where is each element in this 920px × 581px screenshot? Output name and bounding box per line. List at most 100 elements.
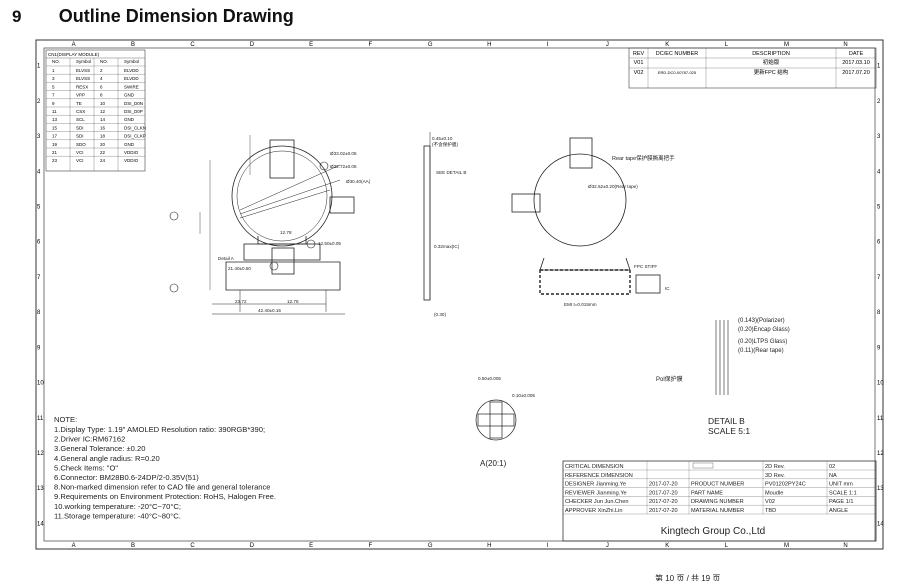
grid-row-label: 9 (877, 345, 881, 351)
note-item: 9.Requirements on Environment Protection… (54, 492, 276, 501)
pin-table-cell: DSI_D0P (124, 109, 143, 114)
note-item: 1.Display Type: 1.19" AMOLED Resolution … (54, 425, 265, 434)
detail-a-label: Detail A (218, 256, 235, 261)
note-item: 3.General Tolerance: ±0.20 (54, 444, 145, 453)
connector-block (271, 247, 295, 275)
grid-col-label: H (487, 42, 491, 48)
rev-table-cell: V01 (634, 60, 644, 66)
grid-row-label: 7 (877, 275, 881, 281)
detail-b-scale: SCALE 5:1 (708, 426, 750, 436)
grid-row-label: 2 (877, 99, 881, 105)
pin-table-cell: ELVSS (76, 76, 90, 81)
rev-table-header: DATE (849, 51, 864, 57)
grid-row-label: 1 (37, 64, 41, 70)
title-block-cell: PART NAME (691, 490, 723, 496)
pin-table-cell: CSX (76, 109, 85, 114)
pin-table-cell: 1 (52, 68, 55, 73)
grid-row-label: 6 (877, 240, 881, 246)
grid-col-label: N (843, 543, 847, 549)
pin-table-cell: 11 (52, 109, 57, 114)
grid-col-label: B (131, 42, 135, 48)
title-block-cell: APPROVER XinZhi.Lin (565, 508, 623, 514)
pin-table-header: Symbol (124, 59, 139, 64)
layer-encap: (0.20)Encap Glass) (738, 327, 790, 333)
pin-table-header: NO. (100, 59, 108, 64)
grid-col-label: A (72, 543, 76, 549)
title-block-cell: NA (829, 473, 837, 479)
front-view-labels: Ø33.02±0.05 Ø32.72±0.05 Ø30.40(AA) 12.50… (218, 151, 371, 313)
grid-row-label: 8 (877, 310, 881, 316)
grid-col-label: A (72, 42, 76, 48)
pin-table-header: Symbol (76, 59, 91, 64)
pin-table-cell: DSI_CLKP (124, 134, 146, 139)
grid-row-label: 11 (877, 416, 884, 422)
note-item: 2.Driver IC:RM67162 (54, 435, 125, 444)
active-area (236, 150, 328, 242)
title-block-cell: CHECKER Jun Jun.Chen (565, 499, 628, 505)
fpc-tail-top (269, 139, 295, 179)
grid-row-label: 8 (37, 310, 41, 316)
pin-table-cell: 21 (52, 150, 58, 155)
pin-table-cell: 22 (100, 150, 106, 155)
display-outline (231, 145, 333, 247)
layer-reartape: (0.11)(Rear tape) (738, 348, 784, 354)
pin-table-cell: VDDIO (124, 158, 139, 163)
grid-col-label: K (665, 42, 669, 48)
title-block-cell: 2017-07-20 (649, 490, 678, 496)
title-block-cell: V02 (765, 499, 775, 505)
thk-030: (0.30) (434, 312, 446, 317)
dim-1250: 12.50±0.05 (318, 241, 341, 246)
dim-d3040: Ø30.40(AA) (346, 179, 371, 184)
grid-col-label: G (428, 42, 433, 48)
title-block-cell: PRODUCT NUMBER (691, 482, 744, 488)
title-block-cell: 2017-07-20 (649, 508, 678, 514)
note-item: 10.working temperature: -20°C~70°C; (54, 502, 181, 511)
grid-col-label: C (190, 543, 195, 549)
grid-col-label: J (606, 543, 609, 549)
grid-col-label: E (309, 543, 313, 549)
dim-010: 0.10±0.005 (512, 393, 535, 398)
pin-table-cell: ELVDD (124, 76, 139, 81)
title-block-cell: 02 (829, 464, 835, 470)
a-view-labels: 0.50±0.005 0.10±0.005 A(20:1) (478, 376, 535, 468)
pin-table-cell: 23 (52, 158, 58, 163)
grid-col-label: N (843, 42, 847, 48)
rev-table-cell: V02 (634, 70, 644, 76)
grid-col-label: G (428, 543, 433, 549)
note-item: 6.Connector: BM28B0.6-24DP/2-0.35V(51) (54, 473, 199, 482)
grid-col-label: J (606, 42, 609, 48)
pin-table-cell: DSI_CLKN (124, 125, 146, 130)
rear-view (511, 137, 661, 295)
title-block-cell: UNIT mm (829, 482, 853, 488)
grid-col-label: M (784, 42, 789, 48)
grid-col-label: E (309, 42, 313, 48)
grid-row-label: 14 (877, 521, 884, 527)
critical-symbol (692, 462, 714, 469)
title-block-cell: CRITICAL DIMENSION (565, 464, 624, 470)
pin-table-cell: 15 (52, 125, 58, 130)
dim-d3302: Ø33.02±0.05 (330, 151, 357, 156)
pin-table-cell: 12 (100, 109, 106, 114)
front-view (169, 135, 355, 315)
pin-table-cell: ELVDD (124, 68, 139, 73)
dim-d3272: Ø32.72±0.05 (330, 164, 357, 169)
title-block-cell: REFERENCE DIMENSION (565, 473, 633, 479)
grid-col-label: K (665, 543, 669, 549)
grid-row-label: 12 (37, 451, 44, 457)
title-block-cell: REVIEWER Jianming.Ye (565, 490, 627, 496)
section-heading: 9 Outline Dimension Drawing (12, 6, 294, 27)
rear-view-labels: Rear tape保护膜撕离把手 Ø32.62±0.20(Rear tape) … (564, 154, 675, 307)
grid-col-label: D (250, 543, 255, 549)
inner-border (43, 47, 876, 542)
fpc-stiff-label: FPC STIFF (634, 264, 657, 269)
title-block-cell: PAGE 1/1 (829, 499, 853, 505)
pin-table-cell: 2 (100, 68, 103, 73)
side-view-labels: 0.45±0.10 (不含保护膜) SEE DETAIL B 0.32max(I… (432, 136, 466, 317)
grid-row-label: 10 (877, 381, 884, 387)
rear-tape-label: Rear tape保护膜撕离把手 (612, 154, 675, 162)
grid-col-label: L (725, 543, 729, 549)
dim-d3264: Ø32.62±0.20(Rear tape) (588, 184, 638, 189)
dim-2140: 21.40±0.50 (228, 266, 251, 271)
